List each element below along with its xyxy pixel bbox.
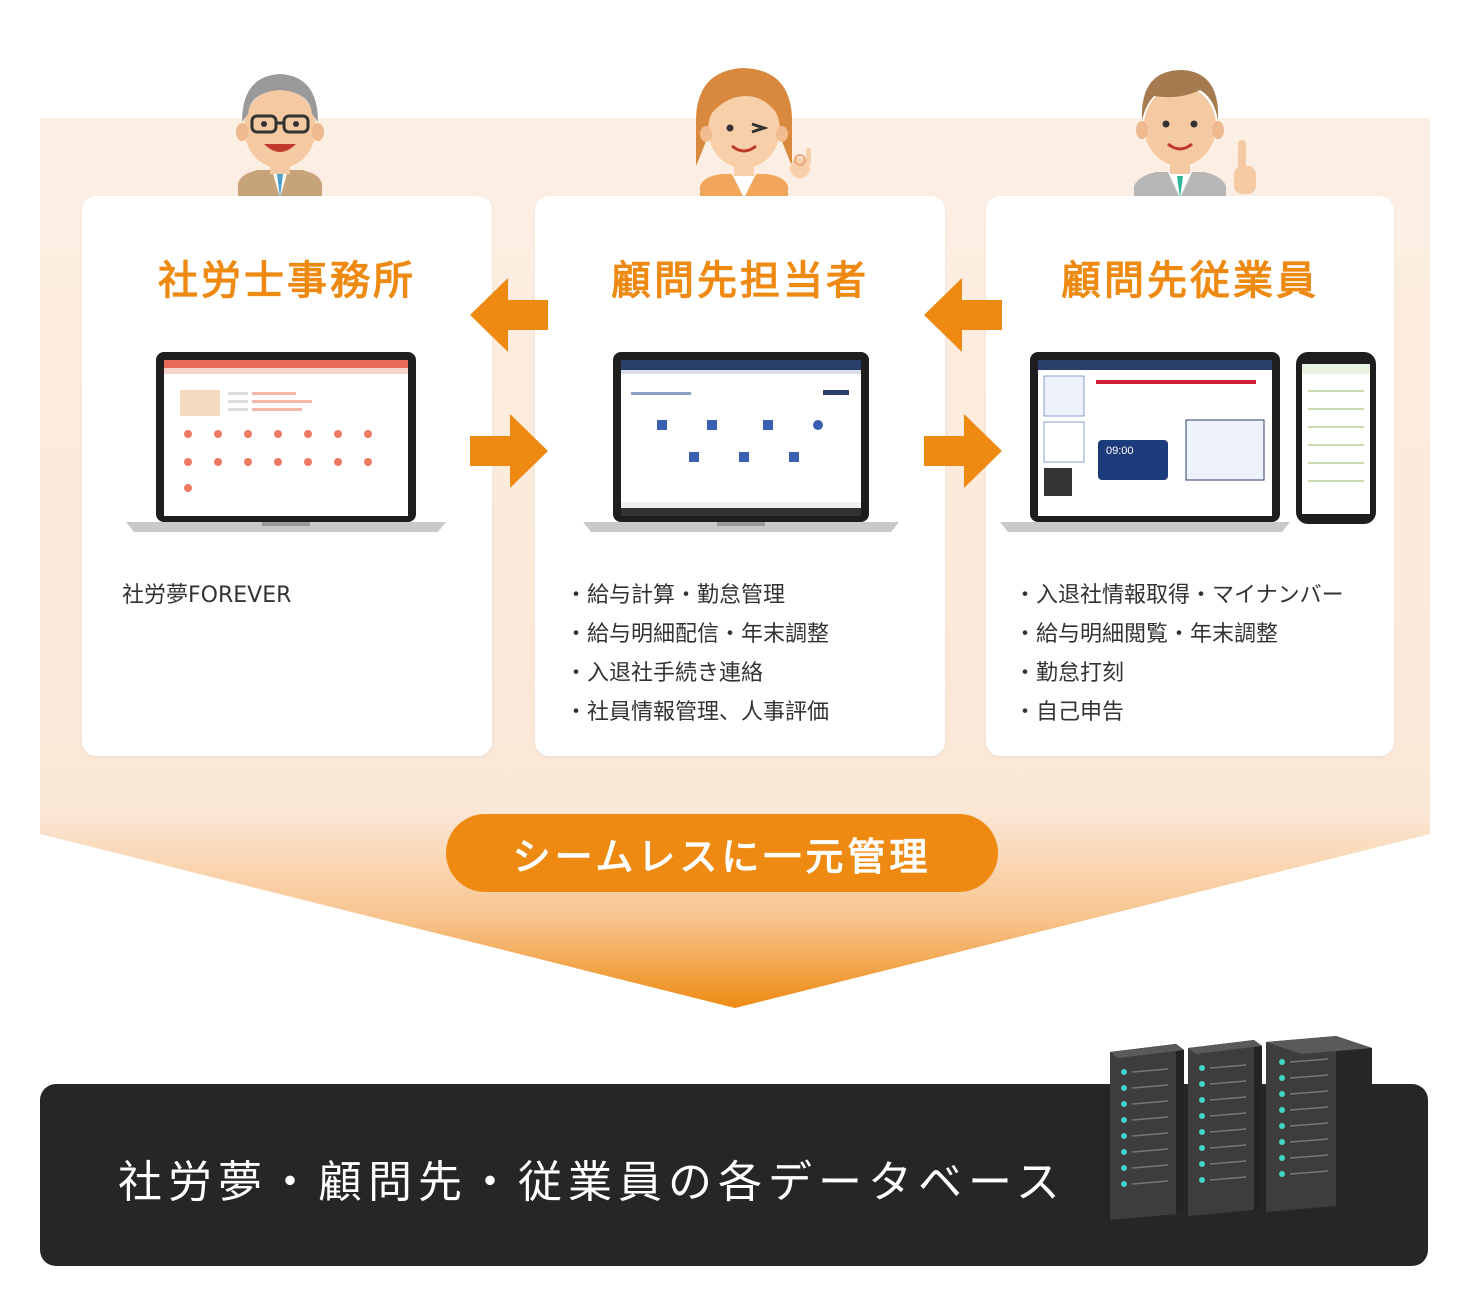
feature-item: 給与計算・勤怠管理 — [565, 576, 829, 615]
card-sharoushi-office: 社労士事務所 社労夢FOREVER — [82, 196, 492, 756]
laptop-icon — [583, 352, 899, 532]
card-title: 社労士事務所 — [158, 258, 416, 304]
card-client-staff: 顧問先担当者 給与計算・勤怠管理 給与明細配信・年末調整 入退社手続き連絡 社員… — [535, 196, 945, 756]
feature-item: 社労夢FOREVER — [122, 583, 292, 608]
server-rack-icon — [1110, 1036, 1372, 1220]
arrow-left-icon — [470, 278, 548, 352]
arrow-right-icon — [470, 414, 548, 488]
feature-item: 給与明細閲覧・年末調整 — [1014, 615, 1344, 654]
card-title: 顧問先担当者 — [611, 258, 869, 304]
laptop-icon — [126, 352, 446, 532]
woman-avatar-icon — [695, 68, 811, 198]
feature-list: 入退社情報取得・マイナンバー 給与明細閲覧・年末調整 勤怠打刻 自己申告 — [1014, 576, 1344, 732]
senior-man-avatar-icon — [236, 74, 324, 198]
feature-item: 社員情報管理、人事評価 — [565, 693, 829, 732]
arrow-right-icon — [924, 414, 1002, 488]
arrow-left-icon — [924, 278, 1002, 352]
feature-item: 入退社情報取得・マイナンバー — [1014, 576, 1344, 615]
database-label: 社労夢・顧問先・従業員の各データベース — [118, 1157, 1066, 1208]
man-avatar-icon — [1134, 70, 1256, 198]
feature-item: 給与明細配信・年末調整 — [565, 615, 829, 654]
laptop-and-smartphone-icon: 09:00 — [1000, 352, 1376, 532]
card-title: 顧問先従業員 — [1061, 258, 1319, 304]
card-client-employee: 顧問先従業員 09:00 入退社情報取得・マイナンバー 給与明細閲覧・年末調整 … — [986, 196, 1394, 756]
feature-item: 勤怠打刻 — [1014, 654, 1344, 693]
feature-list: 給与計算・勤怠管理 給与明細配信・年末調整 入退社手続き連絡 社員情報管理、人事… — [565, 576, 829, 732]
clock-time: 09:00 — [1106, 445, 1134, 457]
feature-list: 社労夢FOREVER — [122, 576, 291, 615]
feature-item: 自己申告 — [1014, 693, 1344, 732]
feature-item: 入退社手続き連絡 — [565, 654, 829, 693]
seamless-management-badge: シームレスに一元管理 — [446, 814, 998, 892]
